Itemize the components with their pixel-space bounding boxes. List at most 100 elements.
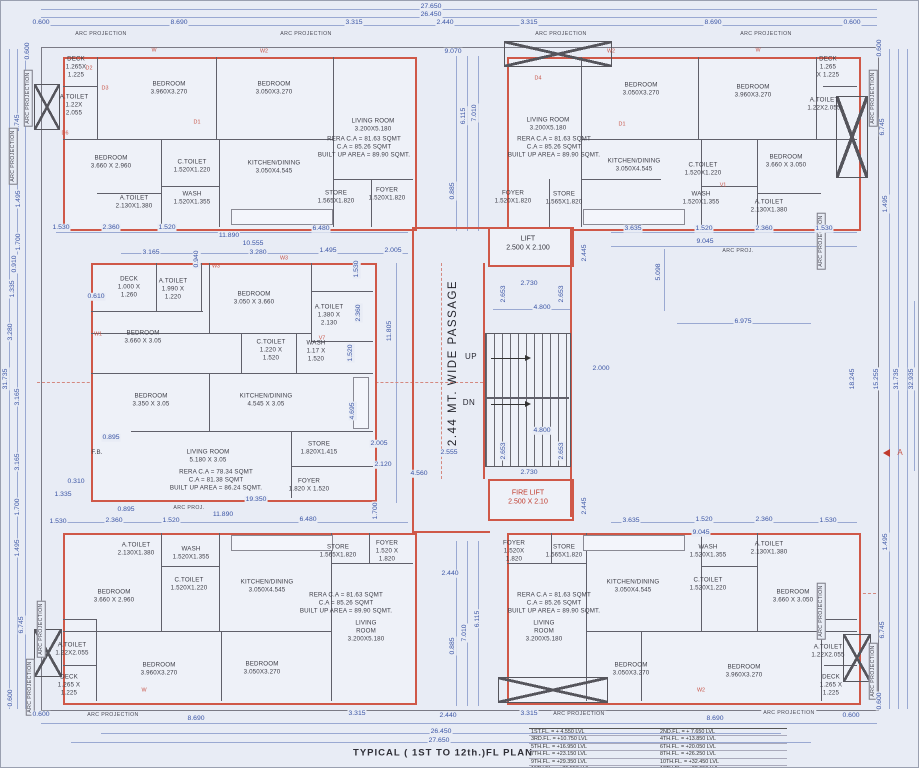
room-label-bedroom: BEDROOM 3.660 X 2.960: [90, 154, 132, 169]
wall: [63, 631, 331, 632]
wall: [63, 665, 96, 666]
wall: [757, 533, 758, 631]
dimension: 1.520: [346, 343, 356, 363]
dimension-line: [611, 232, 857, 233]
dimension: 1.520: [694, 515, 714, 525]
dimension-line: [664, 249, 665, 311]
room-label-kitchen: KITCHEN/DINING 3.050X4.545: [247, 159, 301, 174]
passage-label: 2.44 MT. WIDE PASSAGE: [447, 279, 459, 447]
kitchen-counter: [231, 535, 333, 551]
column-hatch: [34, 84, 60, 130]
room-label-c-toilet: C.TOILET 1.220 X 1.520: [256, 338, 286, 361]
dimension: 3.165: [141, 248, 161, 258]
wall: [209, 373, 210, 431]
wall: [97, 57, 98, 139]
dimension: 0.600: [6, 688, 16, 708]
dimension: 0.600: [875, 691, 885, 711]
room-label-living: LIVING ROOM 3.200X5.180: [525, 619, 563, 642]
dimension: 2.653: [557, 441, 567, 461]
dimension: 26.450: [419, 10, 443, 20]
dimension-line: [456, 541, 457, 706]
room-label-foyer: FOYER 1.520 X 1.820: [375, 539, 399, 562]
dimension: 2.555: [439, 448, 459, 458]
dimension: 0.600: [875, 38, 885, 58]
dimension: 2.730: [519, 279, 539, 289]
wall: [641, 631, 642, 701]
wall: [581, 179, 661, 180]
dimension: 2.653: [499, 284, 509, 304]
dimension: 11.890: [211, 510, 235, 520]
dimension: 6.480: [311, 224, 331, 234]
arc-projection-label: ARC PROJ.: [171, 504, 207, 512]
dimension: 2.005: [383, 246, 403, 256]
wall: [586, 631, 857, 632]
dimension: 1.530: [51, 223, 71, 233]
plan-title: TYPICAL ( 1ST TO 12th.)FL PLAN: [353, 747, 533, 759]
arc-projection-label: ARC PROJECTION: [278, 30, 334, 38]
room-label-bedroom: BEDROOM 3.050X3.270: [243, 660, 281, 675]
dimension: 11.890: [217, 231, 241, 241]
dimension: 27.650: [427, 736, 451, 746]
stair-landing: [485, 397, 569, 399]
legend-item: 3RD.FL. = +10.750 LVL: [529, 736, 658, 744]
dimension-line: [41, 9, 877, 10]
room-label-bedroom: BEDROOM 3.050X3.270: [612, 661, 650, 676]
room-label-bedroom: BEDROOM 3.050X3.270: [255, 80, 293, 95]
dimension: 1.530: [814, 224, 834, 234]
dimension-line: [907, 49, 908, 709]
room-label-foyer: FOYER 1.820 X 1.520: [288, 477, 330, 492]
room-label-wash: WASH 1.520X1.355: [689, 543, 727, 558]
door-tag: D1: [618, 121, 626, 128]
dimension: 9.070: [443, 47, 463, 57]
wall: [63, 619, 96, 620]
wall: [63, 139, 333, 140]
wall: [91, 373, 373, 374]
room-label-store: STORE 1.565X1.820: [545, 543, 583, 558]
dimension-line: [611, 522, 857, 523]
room-label-bedroom: BEDROOM 3.960X3.270: [734, 83, 772, 98]
dimension-line: [41, 723, 877, 724]
dimension-line: [478, 56, 479, 231]
wall: [311, 341, 373, 342]
room-label-bedroom: BEDROOM 3.050 X 3.660: [233, 290, 275, 305]
room-label-a-toilet: A.TOILET 2.130X1.380: [750, 540, 788, 555]
legend-item: 10TH.FL. = +32.450 LVL: [658, 759, 787, 767]
wall: [371, 179, 372, 227]
room-label-a-toilet: A.TOILET 1.990 X 1.220: [158, 277, 188, 300]
dimension: 3.315: [347, 709, 367, 719]
wall: [219, 139, 220, 227]
room-label-c-toilet: C.TOILET 1.520X1.220: [684, 161, 722, 176]
dimension: 8.690: [705, 714, 725, 724]
dimension: 6.480: [298, 515, 318, 525]
room-label-wash: WASH 1.520X1.355: [172, 545, 210, 560]
room-label-bedroom: BEDROOM 3.960X3.270: [725, 663, 763, 678]
dimension: 4.695: [348, 401, 358, 421]
window-tag: W: [151, 47, 157, 54]
wall: [333, 179, 413, 180]
room-label-bedroom: BEDROOM 3.350 X 3.05: [132, 392, 170, 407]
dimension: 2.730: [519, 468, 539, 478]
room-label-a-toilet: A.TOILET 2.130X1.380: [115, 194, 153, 209]
core-wall: [483, 263, 485, 479]
dimension: 1.530: [818, 516, 838, 526]
dimension: 18.245: [848, 367, 858, 391]
dimension: 1.520: [161, 516, 181, 526]
core-wall: [570, 227, 572, 517]
window-tag: W2: [696, 687, 706, 694]
room-label-bedroom: BEDROOM 3.660 X 3.050: [765, 153, 807, 168]
column-hatch: [843, 634, 871, 682]
room-label-living: LIVING ROOM 3.200X5.180: [347, 619, 385, 642]
dimension: 3.635: [623, 224, 643, 234]
dimension-line: [889, 49, 890, 709]
dimension-line: [41, 17, 877, 18]
room-label-living: LIVING ROOM 5.180 X 3.05: [186, 448, 230, 463]
dimension: 3.635: [621, 516, 641, 526]
dimension: 1.520: [694, 224, 714, 234]
dimension: 1.495: [881, 194, 891, 214]
dimension: 2.445: [580, 496, 590, 516]
dimension: 6.975: [733, 317, 753, 327]
wall: [333, 57, 334, 227]
unit-bottom-right-walls: [507, 533, 861, 705]
fb-label: F.B.: [91, 449, 103, 457]
